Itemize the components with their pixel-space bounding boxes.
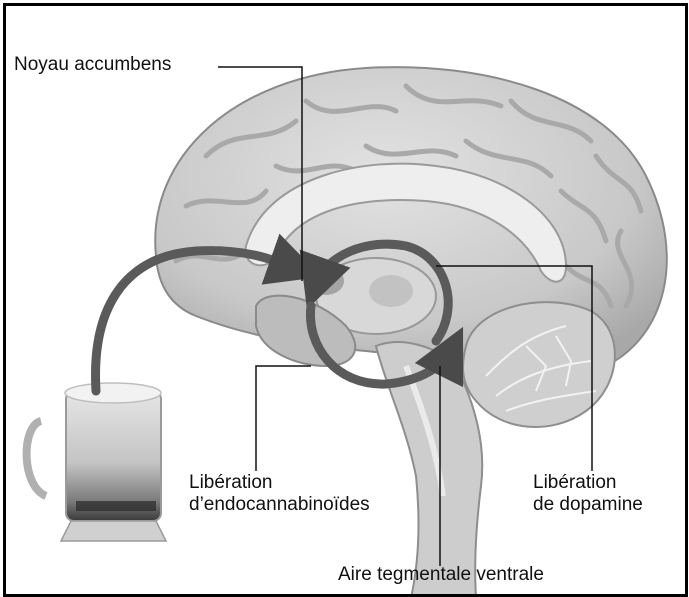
label-endocannabinoid-release: Libération d’endocannabinoïdes <box>189 472 370 516</box>
label-dopamine-line1: Libération <box>533 472 643 494</box>
label-dopamine-release: Libération de dopamine <box>533 472 643 516</box>
label-endocannabinoid-line1: Libération <box>189 472 370 494</box>
leader-endocannabinoid <box>256 366 311 471</box>
label-ventral-tegmental-area: Aire tegmentale ventrale <box>338 564 544 586</box>
label-endocannabinoid-line2: d’endocannabinoïdes <box>189 494 370 516</box>
figure-frame: Noyau accumbens Libération d’endocannabi… <box>3 3 688 597</box>
beer-mug-icon <box>27 383 166 541</box>
label-dopamine-line2: de dopamine <box>533 494 643 516</box>
label-nucleus-accumbens: Noyau accumbens <box>14 54 171 76</box>
